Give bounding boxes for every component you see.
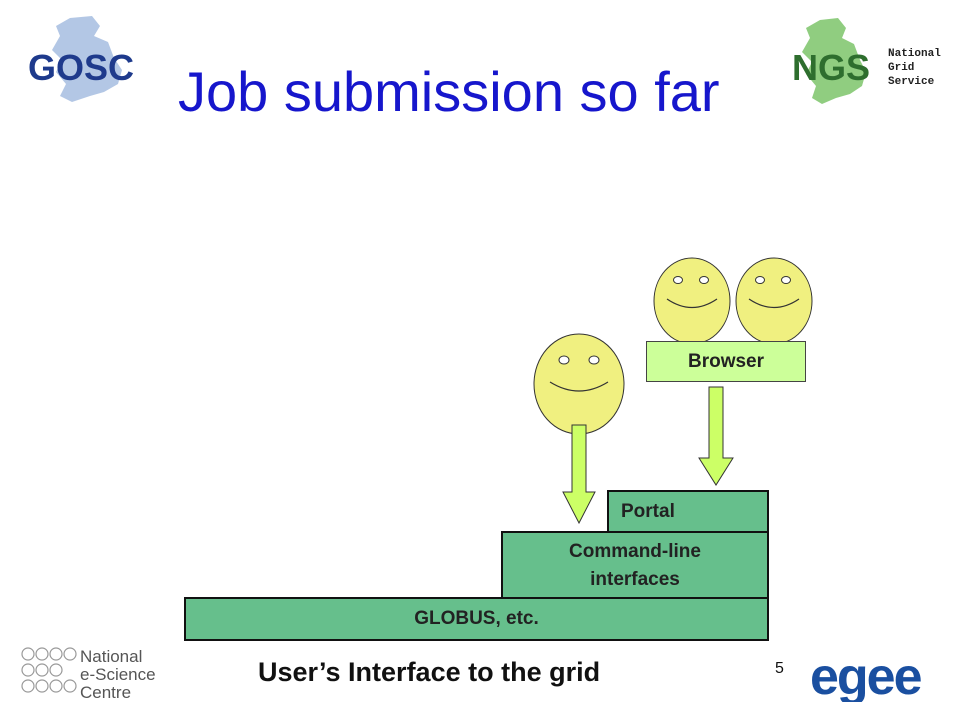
gosc-logo-text: GOSC: [28, 47, 134, 88]
portal-label: Portal: [621, 500, 675, 522]
egee-logo-text: egee: [810, 650, 922, 702]
uk-map-shape: [52, 16, 122, 102]
arrow-down-browser: [698, 386, 734, 486]
page-number: 5: [775, 660, 784, 677]
ngs-sub-national: National: [888, 48, 941, 60]
slide-caption: User’s Interface to the grid: [258, 657, 601, 687]
nesc-logo: National e-Science Centre: [21, 647, 156, 702]
nesc-text-centre: Centre: [80, 683, 131, 702]
nesc-text-escience: e-Science: [80, 665, 156, 684]
ngs-sub-grid: Grid: [888, 62, 914, 74]
smiley-face-browser-1: [653, 257, 731, 345]
command-line-layer: Command-line interfaces: [501, 531, 769, 600]
arrow-down-cli: [562, 424, 596, 524]
browser-box: Browser: [646, 341, 806, 382]
egee-logo: egee: [810, 650, 924, 702]
gosc-logo: GOSC: [28, 16, 134, 102]
nesc-circles-icon: [21, 647, 77, 693]
cli-label-line2: interfaces: [590, 568, 680, 590]
globus-layer: GLOBUS, etc.: [184, 597, 769, 641]
ngs-logo-text: NGS: [792, 47, 870, 88]
nesc-text-national: National: [80, 647, 142, 666]
ngs-logo: NGS National Grid Service: [792, 18, 941, 104]
browser-label: Browser: [687, 350, 765, 372]
portal-layer: Portal: [607, 490, 769, 533]
slide-title: Job submission so far: [178, 60, 720, 123]
cli-label-line1: Command-line: [569, 540, 701, 562]
smiley-face-browser-2: [735, 257, 813, 345]
smiley-face-cli: [533, 333, 625, 435]
uk-map-shape: [802, 18, 866, 104]
ngs-sub-service: Service: [888, 76, 935, 88]
globus-label: GLOBUS, etc.: [414, 608, 539, 629]
